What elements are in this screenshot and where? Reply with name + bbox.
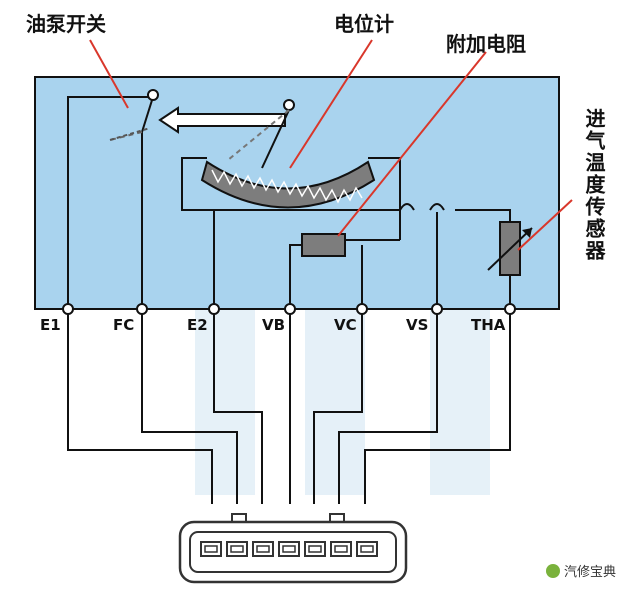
- sensor-housing: [34, 76, 560, 310]
- intake-temp-thermistor: [487, 221, 533, 276]
- terminal-label-tha: THA: [471, 316, 506, 334]
- watermark-text: 汽修宝典: [563, 565, 616, 580]
- external-harness: [67, 314, 511, 504]
- watermark: 汽修宝典: [545, 561, 616, 580]
- harness-connector: [178, 513, 408, 584]
- terminal-label-e2: E2: [187, 316, 208, 334]
- fuel-pump-switch: [109, 89, 159, 141]
- wechat-icon: [545, 563, 560, 578]
- terminal-label-vb: VB: [262, 316, 286, 334]
- potentiometer-element: [200, 160, 376, 209]
- label-additional-resistor: 附加电阻: [446, 32, 526, 56]
- terminal-label-vs: VS: [406, 316, 429, 334]
- terminal-label-e1: E1: [40, 316, 61, 334]
- terminal-label-vc: VC: [334, 316, 357, 334]
- callout-lines: [89, 39, 573, 251]
- terminal-label-fc: FC: [113, 316, 135, 334]
- label-potentiometer: 电位计: [334, 12, 394, 36]
- label-intake-temp-sensor: 进气温度传感器: [582, 108, 606, 262]
- linkage-arrow: [158, 99, 295, 169]
- additional-resistor: [301, 233, 346, 257]
- label-fuel-pump-switch: 油泵开关: [26, 12, 106, 36]
